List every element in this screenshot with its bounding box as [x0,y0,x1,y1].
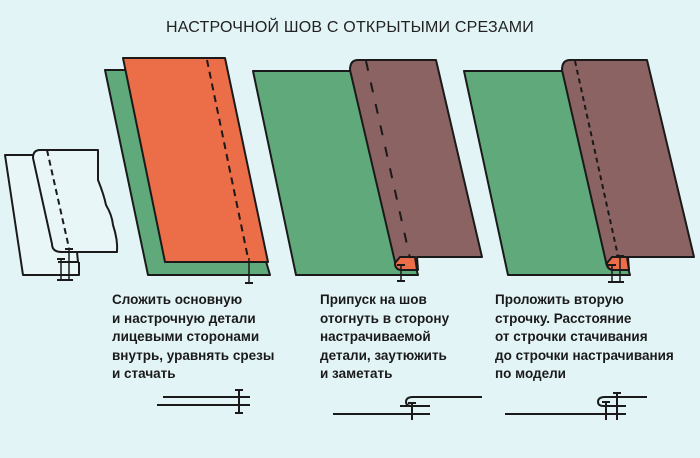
caption-line: до строчки настрачивания [495,347,674,363]
caption-line: строчку. Расстояние [495,310,632,326]
orange-fabric [122,57,269,263]
step2-illustration [252,59,483,282]
caption-line: по модели [495,366,566,381]
caption-line: Сложить основную [112,292,243,307]
caption-line: от строчки стачивания [495,329,648,344]
caption-line: и стачать [112,366,176,381]
step3-caption: Проложить вторую строчку. Расстояние от … [495,291,674,384]
caption-line: детали, заутюжить [320,347,447,363]
caption-line: Припуск на шов [320,292,427,307]
caption-line: настрачиваемой [320,329,431,344]
diagram-title: НАСТРОЧНОЙ ШОВ С ОТКРЫТЫМИ СРЕЗАМИ [165,19,535,36]
step1-illustration [104,57,271,284]
cross-section-3 [505,392,647,420]
step3-illustration [463,59,695,283]
caption-line: и заметать [320,366,393,381]
caption-line: Проложить вторую [495,292,624,307]
sketch-fabric-pieces [4,149,119,281]
caption-line: отогнуть в сторону [320,310,450,326]
caption-line: лицевыми сторонами [112,329,260,344]
caption-line: внутрь, уравнять срезы [112,347,275,363]
step2-caption: Припуск на шов отогнуть в сторону настра… [320,291,449,384]
cross-section-1 [157,389,250,414]
step1-caption: Сложить основную и настрочную детали лиц… [112,291,274,384]
cross-section-2 [333,396,482,420]
caption-line: и настрочную детали [112,310,256,326]
